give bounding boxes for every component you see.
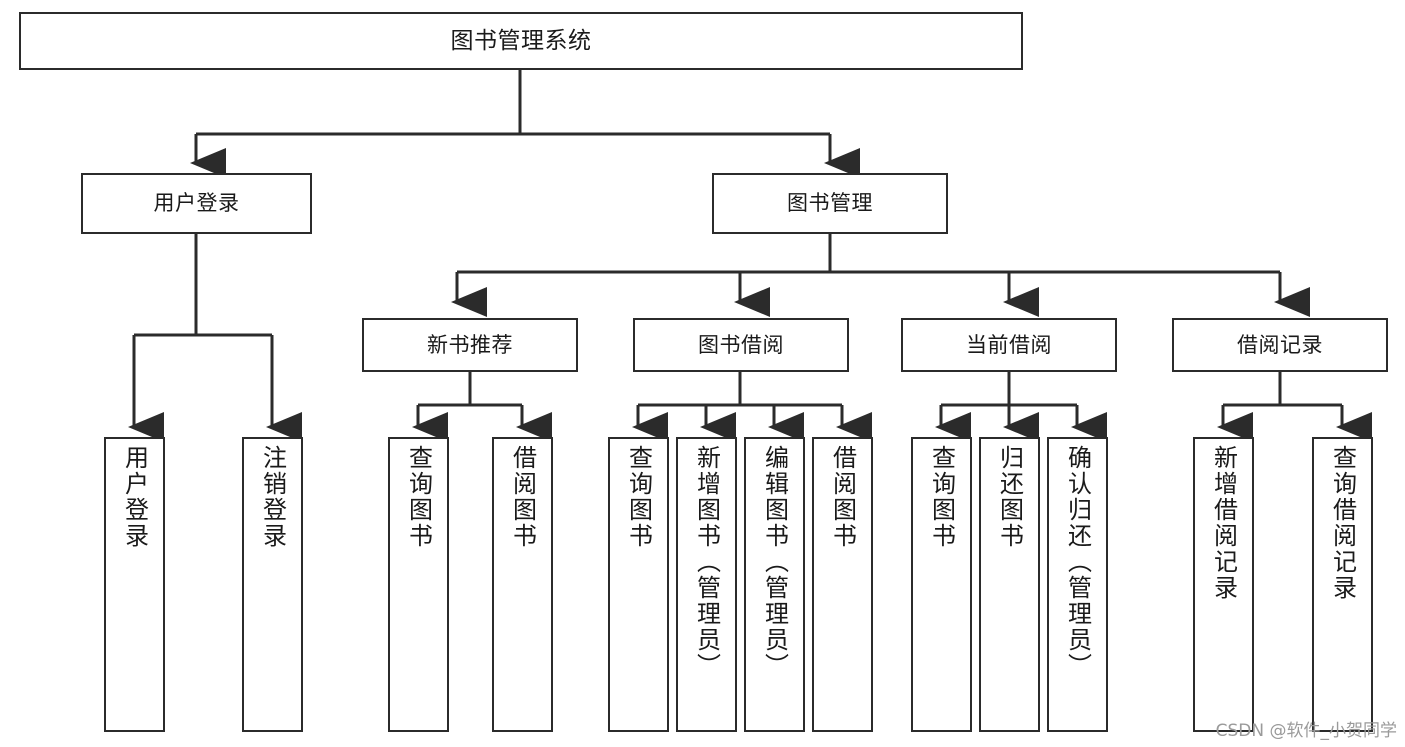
node-new-book-recommendation[interactable]: 新书推荐 <box>362 318 578 372</box>
node-label: 用户登录 <box>120 445 149 549</box>
node-leaf-return-book[interactable]: 归还图书 <box>979 437 1040 732</box>
node-book-borrowing[interactable]: 图书借阅 <box>633 318 849 372</box>
node-label: 用户登录 <box>153 191 240 216</box>
node-label: 查询图书 <box>927 445 956 549</box>
node-leaf-user-login[interactable]: 用户登录 <box>104 437 165 732</box>
node-label: 查询借阅记录 <box>1328 445 1357 601</box>
node-leaf-query-book-current[interactable]: 查询图书 <box>911 437 972 732</box>
node-label: 确认归还（管理员） <box>1063 445 1092 679</box>
node-leaf-add-borrow-record[interactable]: 新增借阅记录 <box>1193 437 1254 732</box>
node-label: 新增借阅记录 <box>1209 445 1238 601</box>
csdn-watermark: CSDN @软件_小贺同学 <box>1215 721 1397 741</box>
node-leaf-borrow-book[interactable]: 借阅图书 <box>812 437 873 732</box>
node-label: 归还图书 <box>995 445 1024 549</box>
node-borrowing-records[interactable]: 借阅记录 <box>1172 318 1388 372</box>
node-label: 借阅图书 <box>828 445 857 549</box>
node-leaf-edit-book-admin[interactable]: 编辑图书（管理员） <box>744 437 805 732</box>
node-root-book-management-system[interactable]: 图书管理系统 <box>19 12 1023 70</box>
node-label: 图书借阅 <box>698 332 784 357</box>
node-label: 查询图书 <box>404 445 433 549</box>
node-leaf-confirm-return-admin[interactable]: 确认归还（管理员） <box>1047 437 1108 732</box>
node-label: 新书推荐 <box>427 332 513 357</box>
node-label: 新增图书（管理员） <box>692 445 721 679</box>
node-book-management[interactable]: 图书管理 <box>712 173 948 234</box>
node-user-login[interactable]: 用户登录 <box>81 173 312 234</box>
node-leaf-query-book-recommendation[interactable]: 查询图书 <box>388 437 449 732</box>
node-label: 注销登录 <box>258 445 287 549</box>
node-label: 当前借阅 <box>966 332 1052 357</box>
node-label: 借阅记录 <box>1237 332 1323 357</box>
node-label: 编辑图书（管理员） <box>760 445 789 679</box>
node-leaf-query-book-borrowing[interactable]: 查询图书 <box>608 437 669 732</box>
node-leaf-logout[interactable]: 注销登录 <box>242 437 303 732</box>
node-label: 借阅图书 <box>508 445 537 549</box>
node-leaf-borrow-book-recommendation[interactable]: 借阅图书 <box>492 437 553 732</box>
node-label: 查询图书 <box>624 445 653 549</box>
node-label: 图书管理 <box>787 191 873 216</box>
node-leaf-query-borrow-record[interactable]: 查询借阅记录 <box>1312 437 1373 732</box>
node-current-borrowing[interactable]: 当前借阅 <box>901 318 1117 372</box>
node-leaf-add-book-admin[interactable]: 新增图书（管理员） <box>676 437 737 732</box>
node-label: 图书管理系统 <box>450 27 592 54</box>
